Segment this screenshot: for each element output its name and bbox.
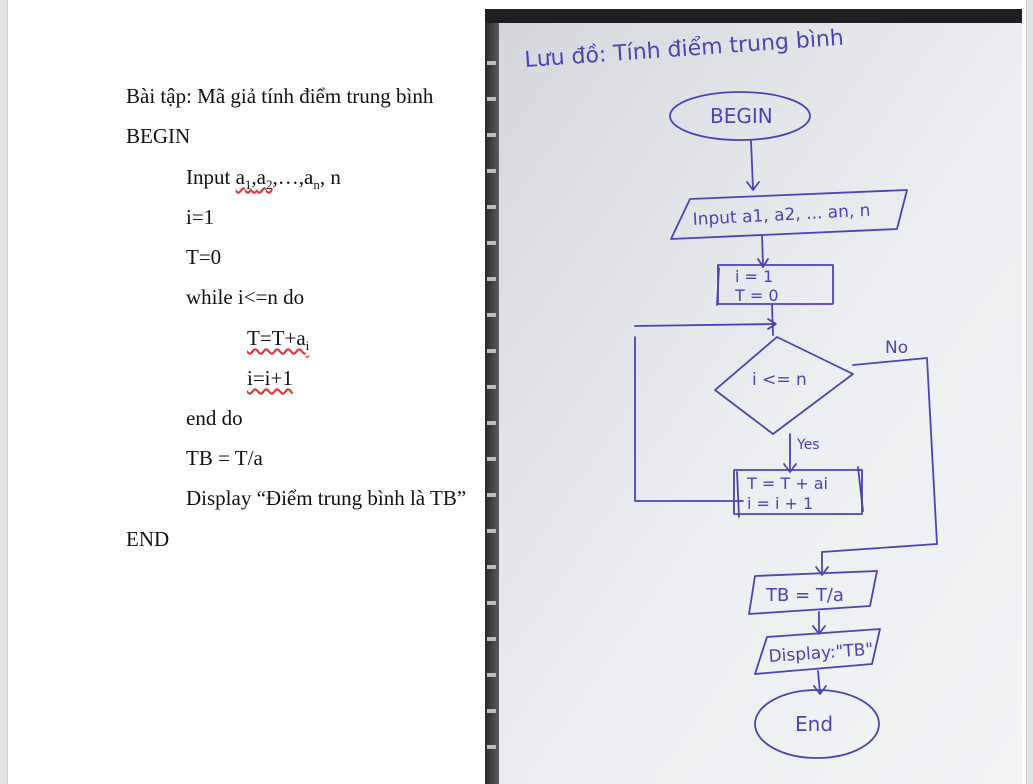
body-label-2: i = i + 1 — [747, 494, 813, 513]
begin-line: BEGIN — [126, 124, 191, 148]
window-left-edge — [0, 0, 8, 784]
end-terminal — [754, 689, 880, 759]
arrow-init-decision — [771, 303, 774, 336]
photo-top-edge — [485, 9, 1022, 23]
increment-line: i=i+1 — [247, 366, 293, 390]
input-line: Input a1,a2,…,an, n — [186, 165, 341, 193]
arrow-begin-input — [750, 139, 754, 190]
display-parallelogram — [754, 628, 881, 675]
init-label-2: T = 0 — [734, 286, 779, 305]
yes-label: Yes — [796, 437, 820, 453]
decision-diamond — [714, 336, 854, 435]
input-vars: a1,a2 — [235, 165, 273, 193]
input-parallelogram — [670, 189, 908, 240]
arrow-input-init — [761, 234, 764, 267]
paper-background — [485, 9, 1022, 784]
end-line: END — [126, 527, 170, 551]
title-line: Bài tập: Mã giả tính điểm trung bình — [126, 84, 434, 108]
i-init-line: i=1 — [186, 205, 215, 229]
t-init-line: T=0 — [186, 245, 222, 269]
notebook-spiral-binding — [485, 23, 499, 784]
assign-label: TB = T/a — [765, 585, 844, 606]
flowchart-photo[interactable]: Lưu đồ: Tính điểm trung bình BEGIN Input… — [485, 9, 1022, 784]
spiral-rings — [487, 61, 496, 749]
loop-back-line — [634, 336, 744, 502]
assign-parallelogram — [748, 570, 878, 615]
begin-terminal — [669, 91, 811, 141]
body-label-1: T = T + ai — [746, 474, 828, 493]
no-label: No — [885, 338, 908, 358]
document-text-area[interactable]: Bài tập: Mã giả tính điểm trung bình BEG… — [0, 0, 485, 784]
begin-label: BEGIN — [710, 104, 773, 128]
condition-label: i <= n — [752, 370, 807, 390]
window-right-edge — [1026, 0, 1033, 784]
end-do-line: end do — [186, 406, 243, 430]
end-label: End — [795, 712, 833, 736]
while-line: while i<=n do — [186, 285, 305, 309]
loop-body-box — [733, 469, 863, 515]
no-branch-line — [821, 357, 938, 575]
init-label-1: i = 1 — [735, 267, 773, 286]
sum-line: T=T+ai — [247, 326, 310, 354]
display-line: Display “Điểm trung bình là TB” — [186, 486, 467, 510]
tb-line: TB = T/a — [186, 446, 263, 470]
